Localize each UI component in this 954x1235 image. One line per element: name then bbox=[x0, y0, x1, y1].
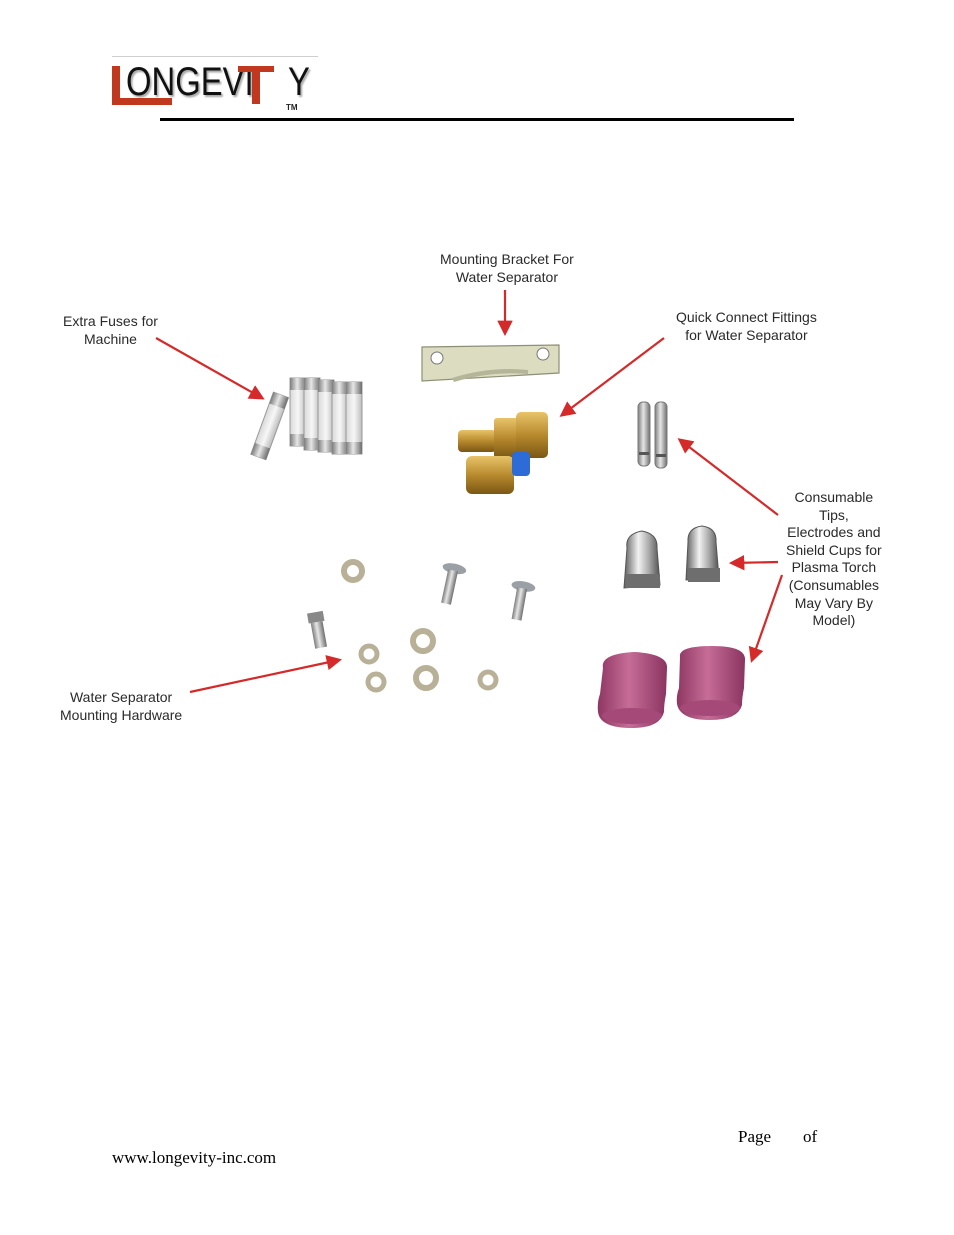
label-line: Shield Cups for bbox=[786, 541, 882, 558]
nozzles bbox=[623, 525, 720, 589]
mounting-hardware bbox=[306, 559, 536, 693]
label-line: Plasma Torch bbox=[791, 559, 877, 576]
label-line: Mounting Hardware bbox=[60, 706, 183, 723]
fuses bbox=[250, 377, 363, 461]
label-line: Electrodes and bbox=[787, 524, 881, 541]
logo-trademark: TM bbox=[286, 103, 298, 112]
label-line: Consumable bbox=[794, 489, 874, 505]
label-line: Model) bbox=[812, 612, 856, 629]
label-line: (Consumables bbox=[788, 576, 879, 593]
label-water-separator-hardware: Water Separator Mounting Hardware bbox=[60, 689, 182, 724]
label-line: May Vary By bbox=[794, 594, 874, 611]
logo-l-vertical bbox=[112, 66, 120, 104]
label-line: Water Separator bbox=[69, 689, 173, 705]
label-line: Mounting Bracket For bbox=[440, 251, 574, 267]
label-line: Water Separator bbox=[455, 268, 559, 285]
label-consumables: Consumable Tips, Electrodes and Shield C… bbox=[786, 489, 882, 630]
footer-website[interactable]: www.longevity-inc.com bbox=[112, 1148, 277, 1167]
logo-wordmark-tail: Y bbox=[288, 60, 315, 104]
footer-page-label: Page bbox=[738, 1127, 772, 1146]
callout-arrows bbox=[155, 290, 784, 694]
logo-top-line bbox=[112, 56, 318, 57]
footer-of-label: of bbox=[803, 1127, 818, 1146]
label-line: Tips, bbox=[818, 506, 849, 523]
quick-connect-fittings bbox=[458, 412, 548, 494]
logo-text-tail: Y bbox=[288, 60, 310, 104]
electrode-tips bbox=[637, 401, 668, 469]
header-rule bbox=[160, 118, 794, 121]
logo-l-horizontal bbox=[112, 98, 172, 105]
label-quick-connect: Quick Connect Fittings for Water Separat… bbox=[676, 309, 817, 344]
shield-cups bbox=[597, 646, 746, 728]
label-line: Extra Fuses for bbox=[63, 313, 158, 329]
logo-t-bar bbox=[238, 66, 274, 72]
label-line: Quick Connect Fittings bbox=[676, 309, 817, 325]
logo-text: ONGEVI bbox=[126, 60, 254, 104]
logo-wordmark: ONGEVI bbox=[126, 60, 282, 104]
mounting-bracket bbox=[421, 344, 560, 382]
label-line: for Water Separator bbox=[685, 326, 808, 343]
label-mounting-bracket: Mounting Bracket For Water Separator bbox=[440, 251, 574, 286]
label-line: Machine bbox=[84, 330, 137, 347]
label-extra-fuses: Extra Fuses for Machine bbox=[63, 313, 158, 348]
logo-t-stem bbox=[252, 66, 260, 104]
